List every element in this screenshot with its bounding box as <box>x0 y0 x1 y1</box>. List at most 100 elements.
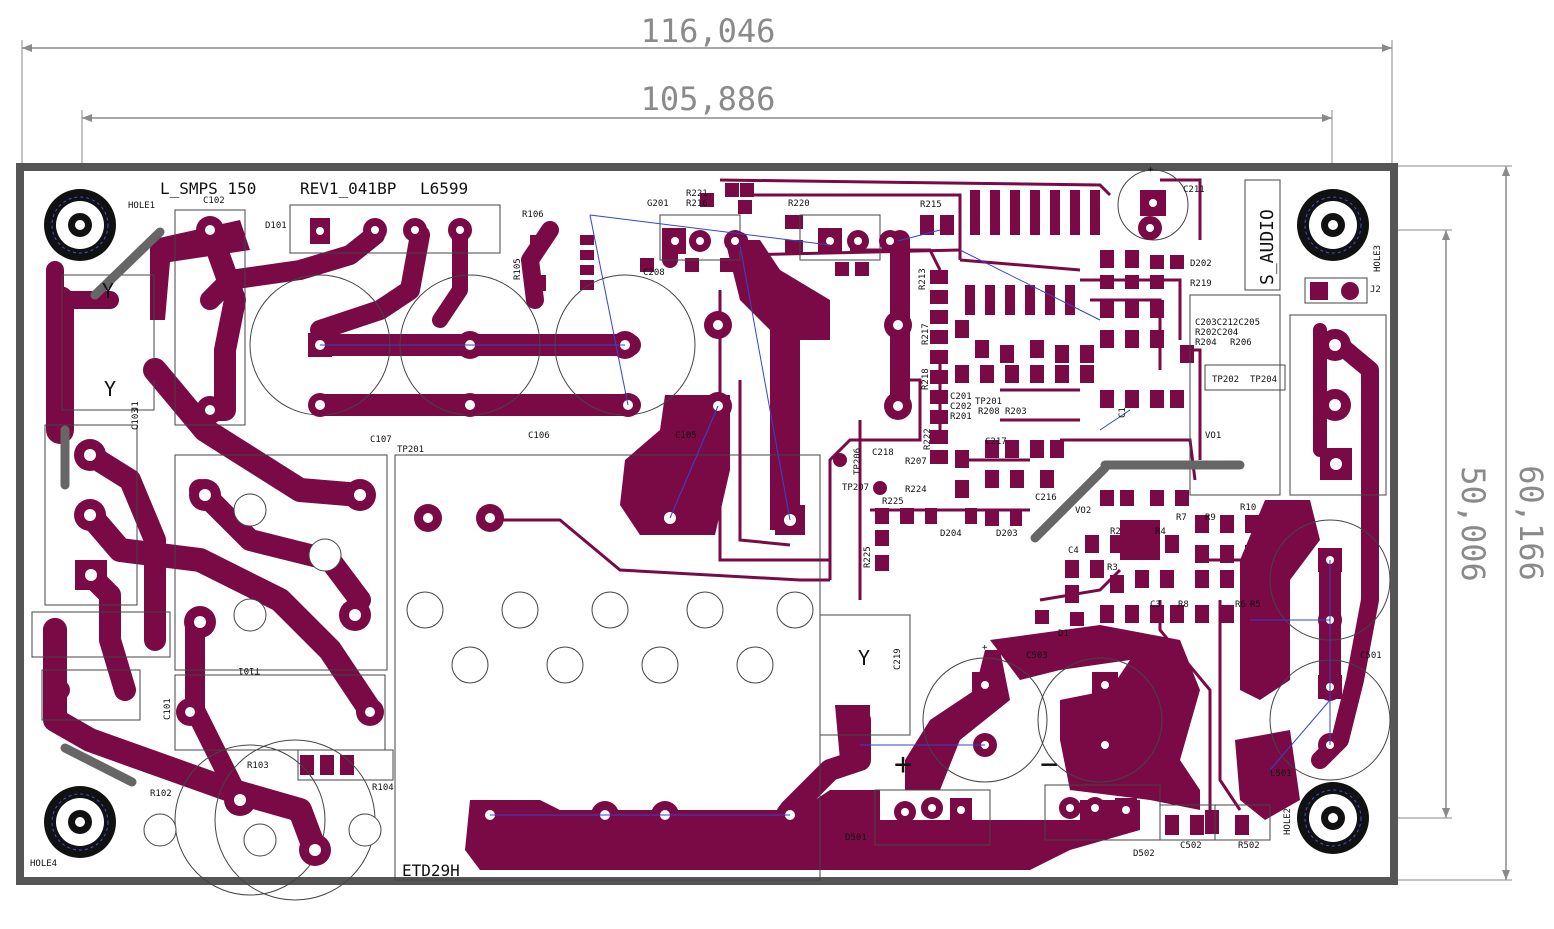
ref-j2: J2 <box>1370 285 1381 295</box>
ref-c107: C107 <box>370 435 392 445</box>
ref-r6: R6 <box>1235 600 1246 610</box>
ref-vo1: VO1 <box>1205 431 1221 441</box>
ref-r102: R102 <box>150 789 172 799</box>
ref-c102: C102 <box>203 196 225 206</box>
y-cap-symbol-2: Y <box>104 377 116 401</box>
ref-r220: R220 <box>788 199 810 209</box>
hole2 <box>1297 782 1369 854</box>
ref-d203: D203 <box>996 529 1018 539</box>
ref-c1: C1 <box>1118 407 1128 418</box>
hole4 <box>44 786 116 858</box>
ref-t101: T101 <box>238 665 260 675</box>
ref-d501: D501 <box>845 833 867 843</box>
ref-c106: C106 <box>528 431 550 441</box>
ref-r221: R221 <box>686 189 708 199</box>
y-cap-symbol-1: Y <box>102 279 114 303</box>
ref-r106: R106 <box>522 210 544 220</box>
board-controller: L6599 <box>420 179 468 198</box>
inner-height-label: 50,006 <box>1454 466 1492 582</box>
hole4-label: HOLE4 <box>30 859 57 869</box>
ref-r105: R105 <box>513 258 523 280</box>
ratsnest <box>320 214 1331 816</box>
ref-c216: C216 <box>1035 493 1057 503</box>
y-cap-symbol-3: Y <box>858 646 870 670</box>
ref-r104: R104 <box>372 783 394 793</box>
dimension-inner-height: 50,006 <box>1332 229 1492 819</box>
ref-tp204: TP204 <box>1250 375 1277 385</box>
ref-r213: R213 <box>918 268 928 290</box>
smd-pads <box>300 183 1284 835</box>
overall-width-label: 116,046 <box>641 12 776 50</box>
ref-tp206: TP206 <box>853 448 863 475</box>
ref-c101: C101 <box>163 698 173 720</box>
ref-r10: R10 <box>1240 503 1256 513</box>
ref-r206: R206 <box>1230 338 1252 348</box>
ref-r5: R5 <box>1250 600 1261 610</box>
hole1-label: HOLE1 <box>128 201 155 211</box>
ref-r218: R218 <box>921 368 931 390</box>
ref-tp207: TP207 <box>842 483 869 493</box>
ref-r217: R217 <box>921 323 931 345</box>
ref-r204: R204 <box>1195 338 1217 348</box>
transformer-label: ETD29H <box>402 861 460 880</box>
ref-r9: R9 <box>1205 513 1216 523</box>
mounting-holes <box>44 189 1369 858</box>
ref-c219: C219 <box>893 648 903 670</box>
ref-c211: C211 <box>1183 185 1205 195</box>
ref-c4: C4 <box>1068 546 1079 556</box>
ref-r203: R203 <box>1005 407 1027 417</box>
inner-width-label: 105,886 <box>641 80 776 118</box>
board-revision: REV1_041BP <box>300 179 396 198</box>
ref-c3: C3 <box>1150 600 1161 610</box>
ref-d1: D1 <box>1058 629 1069 639</box>
ref-c501: C501 <box>1360 651 1382 661</box>
ref-l501: L501 <box>1270 769 1292 779</box>
isolation-slots <box>60 227 1245 787</box>
board-title: L_SMPS 150 <box>160 179 256 198</box>
ref-d202: D202 <box>1190 259 1212 269</box>
ref-r215: R215 <box>920 200 942 210</box>
cap-plus-c211: + <box>1148 165 1154 175</box>
ref-r3: R3 <box>1107 563 1118 573</box>
ref-c217: C217 <box>985 437 1007 447</box>
overall-height-label: 60,166 <box>1512 465 1550 581</box>
ref-r208: R208 <box>978 407 1000 417</box>
ref-tp202: TP202 <box>1212 375 1239 385</box>
ref-c208: C208 <box>643 268 665 278</box>
hole3-label: HOLE3 <box>1373 245 1383 272</box>
ref-c218: C218 <box>872 448 894 458</box>
ref-r502: R502 <box>1238 841 1260 851</box>
ref-d101: D101 <box>265 221 287 231</box>
ref-c201: C201 <box>950 392 972 402</box>
dimension-overall-height: 60,166 <box>1395 165 1550 881</box>
through-hole-pads <box>43 190 1359 866</box>
ref-vo2: VO2 <box>1075 506 1091 516</box>
ref-r201: R201 <box>950 412 972 422</box>
dimension-inner-width: 105,886 <box>81 80 1333 230</box>
ref-r216: R216 <box>686 199 708 209</box>
ref-r202: R202C204 <box>1195 328 1238 338</box>
ref-r4: R4 <box>1155 527 1166 537</box>
ref-c105: C105 <box>675 431 697 441</box>
polarity-plus: + <box>894 747 912 782</box>
ref-tp201: TP201 <box>397 445 424 455</box>
brand-label: S_AUDIO <box>1257 209 1278 285</box>
polarity-minus: − <box>1040 747 1058 782</box>
ref-d502: D502 <box>1133 849 1155 859</box>
ref-c203-group: C203C212C205 <box>1195 318 1260 328</box>
ref-r2: R2 <box>1110 527 1121 537</box>
ref-r7: R7 <box>1176 513 1187 523</box>
ref-r207: R207 <box>905 457 927 467</box>
ref-g201: G201 <box>647 199 669 209</box>
ref-r225a: R225 <box>882 497 904 507</box>
dimension-overall-width: 116,046 <box>21 12 1393 170</box>
ref-r8: R8 <box>1178 600 1189 610</box>
transformer-holes <box>143 493 814 857</box>
ref-r103: R103 <box>247 761 269 771</box>
ref-r224: R224 <box>905 485 927 495</box>
ref-r222: R222 <box>923 428 933 450</box>
hole2-label: HOLE2 <box>1283 808 1293 835</box>
hole1 <box>44 189 116 261</box>
ref-c503: C503 <box>1026 651 1048 661</box>
